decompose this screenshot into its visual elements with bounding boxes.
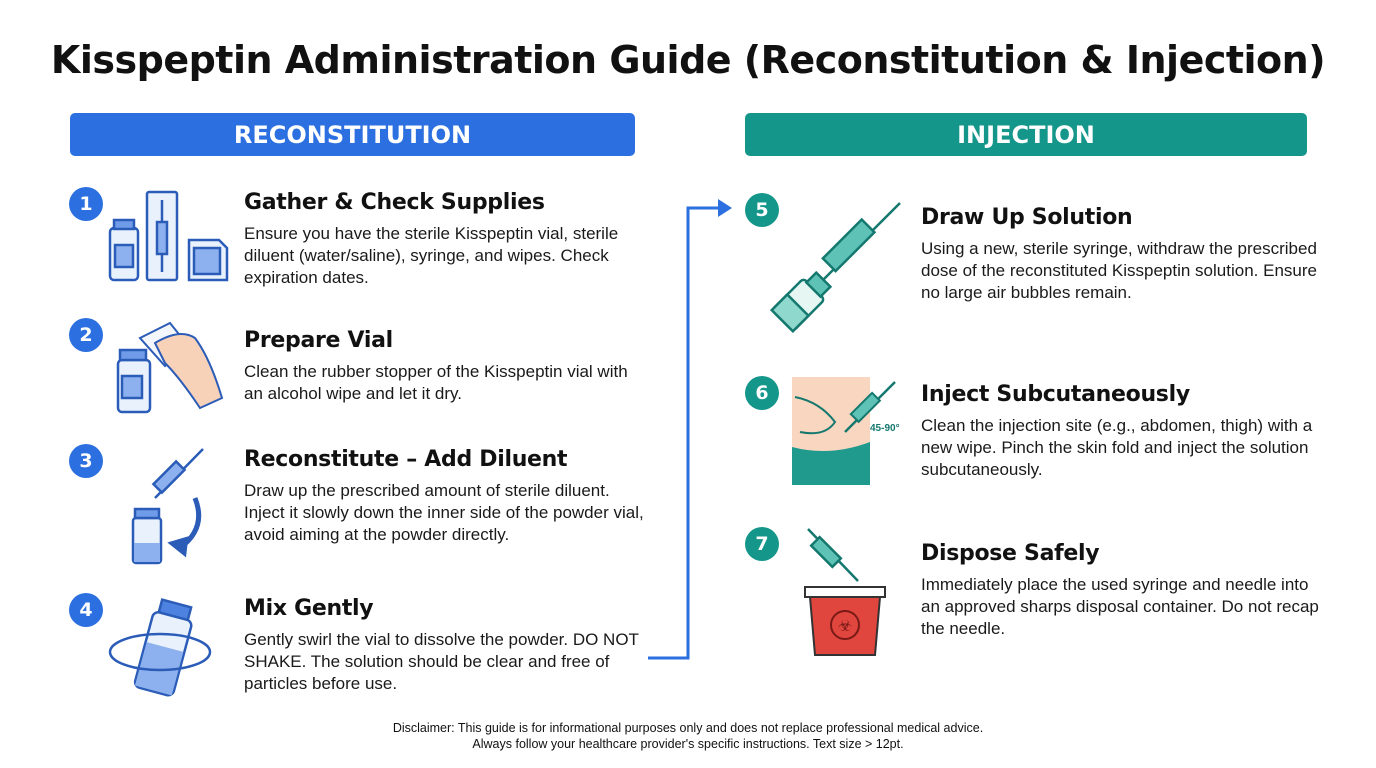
step-heading: Inject Subcutaneously — [921, 382, 1190, 407]
step-heading: Prepare Vial — [244, 328, 393, 353]
step-heading: Gather & Check Supplies — [244, 190, 545, 215]
reconstitution-header: RECONSTITUTION — [70, 113, 635, 156]
flow-arrow-icon — [648, 199, 732, 660]
step-body: Using a new, sterile syringe, withdraw t… — [921, 239, 1317, 302]
injection-site-icon: 45-90° — [790, 377, 905, 485]
step-heading: Draw Up Solution — [921, 205, 1133, 230]
disclaimer-line-2: Always follow your healthcare provider's… — [472, 737, 904, 751]
clean-vial-icon — [116, 321, 224, 414]
sharps-container-icon: ☣ — [804, 528, 886, 656]
step-5: Draw Up Solution Using a new, sterile sy… — [921, 205, 1321, 304]
angle-label: 45-90° — [870, 423, 900, 434]
step-number-3: 3 — [69, 444, 103, 478]
step-number-6: 6 — [745, 376, 779, 410]
draw-syringe-icon — [769, 202, 901, 333]
step-body: Draw up the prescribed amount of sterile… — [244, 481, 644, 544]
step-body: Clean the injection site (e.g., abdomen,… — [921, 416, 1313, 479]
step-heading: Reconstitute – Add Diluent — [244, 447, 568, 472]
step-body: Ensure you have the sterile Kisspeptin v… — [244, 224, 619, 287]
step-number-7: 7 — [745, 527, 779, 561]
step-body: Clean the rubber stopper of the Kisspept… — [244, 362, 628, 403]
svg-text:☣: ☣ — [838, 618, 852, 635]
step-number-1: 1 — [69, 187, 103, 221]
step-number-4: 4 — [69, 593, 103, 627]
step-4: Mix Gently Gently swirl the vial to diss… — [244, 596, 644, 695]
supplies-icon — [108, 190, 229, 282]
step-7: Dispose Safely Immediately place the use… — [921, 541, 1321, 640]
step-3: Reconstitute – Add Diluent Draw up the p… — [244, 447, 644, 546]
step-heading: Mix Gently — [244, 596, 374, 621]
step-body: Immediately place the used syringe and n… — [921, 575, 1319, 638]
step-number-2: 2 — [69, 318, 103, 352]
swirl-vial-icon — [108, 598, 212, 697]
step-heading: Dispose Safely — [921, 541, 1100, 566]
add-diluent-icon — [131, 448, 204, 565]
step-number-5: 5 — [745, 193, 779, 227]
step-2: Prepare Vial Clean the rubber stopper of… — [244, 328, 644, 405]
injection-header: INJECTION — [745, 113, 1307, 156]
page-title: Kisspeptin Administration Guide (Reconst… — [50, 38, 1326, 82]
step-1: Gather & Check Supplies Ensure you have … — [244, 190, 644, 289]
step-body: Gently swirl the vial to dissolve the po… — [244, 630, 639, 693]
step-6: Inject Subcutaneously Clean the injectio… — [921, 382, 1321, 481]
disclaimer: Disclaimer: This guide is for informatio… — [0, 720, 1376, 752]
disclaimer-line-1: Disclaimer: This guide is for informatio… — [392, 721, 984, 735]
